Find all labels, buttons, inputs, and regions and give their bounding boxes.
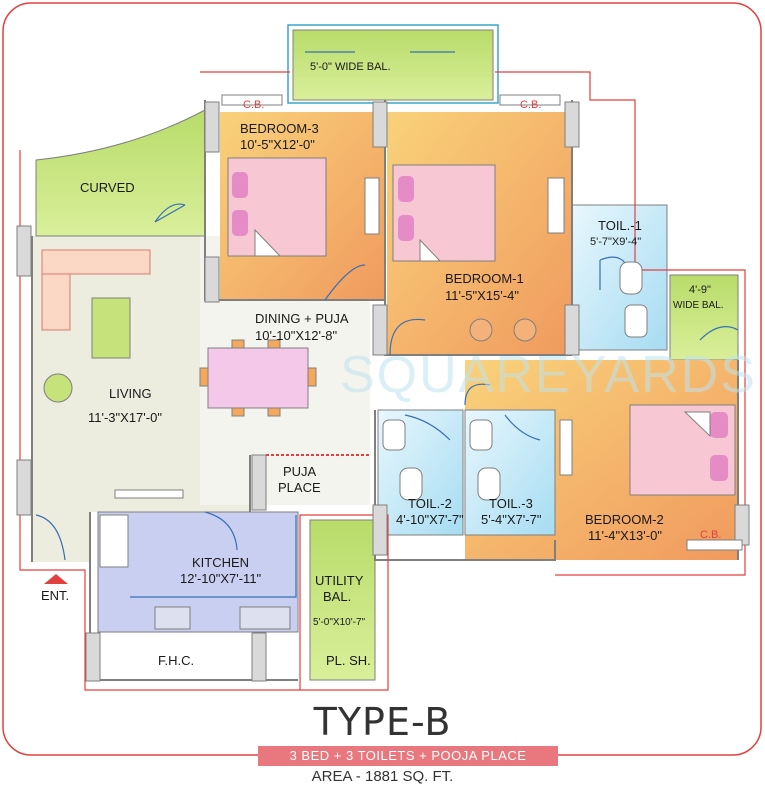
bedroom2-cb: C.B. bbox=[700, 529, 721, 541]
bedroom3-label: BEDROOM-3 bbox=[240, 121, 319, 136]
utility-label: UTILITY bbox=[315, 573, 364, 588]
bedroom2-label: BEDROOM-2 bbox=[585, 512, 664, 527]
plan-area: AREA - 1881 SQ. FT. bbox=[311, 768, 454, 785]
puja-sub: PLACE bbox=[278, 480, 321, 495]
curved-balcony bbox=[35, 109, 206, 237]
toil2-size: 4'-10"X7'-7" bbox=[396, 512, 464, 527]
dining-size: 10'-10"X12'-8" bbox=[255, 328, 338, 343]
utility-floor bbox=[309, 519, 376, 681]
bed-bedroom1 bbox=[392, 164, 565, 342]
plsh-label: PL. SH. bbox=[326, 653, 371, 668]
fhc-label: F.H.C. bbox=[158, 653, 194, 668]
living-size: 11'-3"X17'-0" bbox=[88, 410, 162, 425]
top-balcony-label: 5'-0" WIDE BAL. bbox=[310, 61, 391, 73]
utility-sub: BAL. bbox=[323, 589, 351, 604]
wall-blocks bbox=[16, 101, 750, 682]
doors bbox=[35, 51, 739, 561]
sofa bbox=[41, 249, 151, 403]
bed-bedroom3 bbox=[227, 157, 327, 257]
bedroom1-cb: C.B. bbox=[520, 99, 541, 111]
wardrobe-bedroom3 bbox=[364, 177, 380, 235]
bed-bedroom2 bbox=[559, 404, 736, 496]
right-bal-label: 4'-9" bbox=[689, 284, 711, 296]
living-label: LIVING bbox=[109, 386, 152, 401]
toil3-label: TOIL.-3 bbox=[489, 496, 533, 511]
bedroom1-size: 11'-5"X15'-4" bbox=[445, 288, 519, 303]
toil1-label: TOIL.-1 bbox=[598, 218, 642, 233]
entrance-arrow-icon bbox=[44, 574, 68, 584]
bedroom3-size: 10'-5"X12'-0" bbox=[240, 137, 315, 152]
right-bal-sub: WIDE BAL. bbox=[673, 300, 724, 311]
windows bbox=[114, 94, 743, 551]
toil2-label: TOIL.-2 bbox=[408, 496, 452, 511]
room-labels: 5'-0" WIDE BAL. C.B. BEDROOM-3 10'-5"X12… bbox=[41, 61, 724, 668]
plan-config-band: 3 BED + 3 TOILETS + POOJA PLACE bbox=[258, 746, 558, 766]
toil3-size: 5'-4"X7'-7" bbox=[481, 512, 542, 527]
toilet-fixtures bbox=[382, 261, 648, 501]
right-balcony bbox=[669, 274, 739, 361]
bedroom1-label: BEDROOM-1 bbox=[445, 271, 524, 286]
ent-label: ENT. bbox=[41, 588, 69, 603]
plan-type-title: TYPE-B bbox=[313, 700, 452, 744]
watermark: SQUAREYARDS bbox=[340, 346, 757, 404]
top-balcony bbox=[292, 29, 494, 101]
curved-label: CURVED bbox=[80, 180, 135, 195]
bedroom2-size: 11'-4"X13'-0" bbox=[588, 528, 662, 543]
puja-label: PUJA bbox=[283, 464, 317, 479]
bedroom3-cb: C.B. bbox=[243, 99, 264, 111]
dining-label: DINING + PUJA bbox=[255, 311, 349, 326]
kitchen-label: KITCHEN bbox=[192, 555, 249, 570]
kitchen-counter bbox=[99, 514, 297, 630]
dining-table bbox=[199, 339, 317, 417]
kitchen-size: 12'-10"X7'-11" bbox=[180, 571, 262, 586]
utility-size: 5'-0"X10'-7" bbox=[313, 617, 366, 628]
toil1-size: 5'-7"X9'-4" bbox=[590, 236, 641, 248]
